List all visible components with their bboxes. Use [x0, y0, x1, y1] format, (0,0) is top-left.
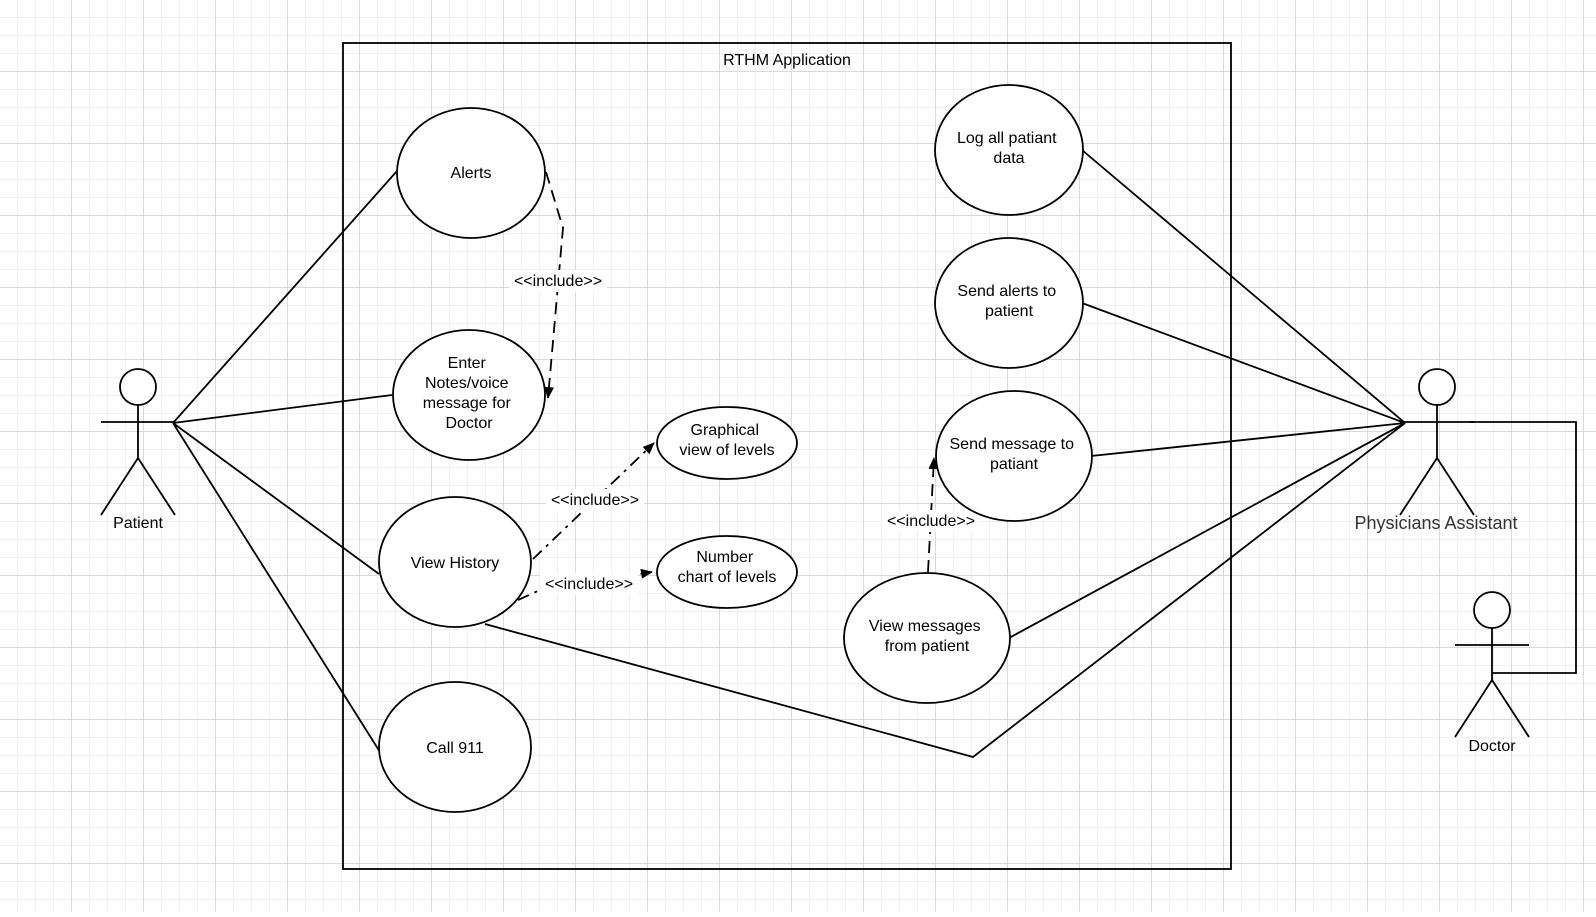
doctor-pa-connector — [1470, 421, 1577, 674]
use-case-send-alerts[interactable]: Send alerts to patient — [934, 237, 1084, 369]
use-case-view-messages-label: View messages from patient — [869, 618, 985, 655]
include-label-bg-1 — [509, 270, 607, 292]
assoc-patient-view-history — [172, 422, 380, 575]
stick-figure-icon — [1454, 591, 1530, 738]
assoc-patient-alerts — [172, 170, 398, 424]
assoc-patient-call-911 — [172, 422, 381, 753]
use-case-graphical-view-label: Graphical view of levels — [679, 422, 774, 459]
actor-physicians-assistant-label: Physicians Assistant — [1354, 513, 1517, 533]
actor-patient-label: Patient — [113, 515, 163, 532]
include-relationships: <<include>> <<include>> <<include>> <<in… — [509, 171, 980, 601]
use-case-alerts[interactable]: Alerts — [396, 107, 546, 239]
system-title: RTHM Application — [723, 52, 851, 69]
use-case-view-messages[interactable]: View messages from patient — [843, 572, 1011, 704]
assoc-pa-view-history — [484, 422, 1406, 758]
include-label-3: <<include>> — [545, 576, 633, 593]
assoc-pa-send-alerts — [1081, 302, 1406, 424]
assoc-pa-view-messages — [1008, 422, 1406, 639]
assoc-pa-log-all — [1081, 149, 1406, 424]
use-case-send-message[interactable]: Send message to patiant — [935, 390, 1093, 522]
use-case-send-alerts-label: Send alerts to patient — [957, 283, 1060, 320]
include-label-2: <<include>> — [551, 492, 639, 509]
assoc-patient-enter-notes — [172, 394, 393, 424]
assoc-pa-send-message — [1090, 422, 1406, 457]
patient-associations — [172, 170, 398, 753]
actor-doctor[interactable]: Doctor — [1454, 591, 1530, 755]
use-case-number-chart-label: Number chart of levels — [678, 549, 777, 586]
use-case-view-history[interactable]: View History — [378, 496, 532, 628]
include-alerts-enter-notes — [543, 171, 564, 399]
use-case-alerts-label: Alerts — [451, 165, 492, 182]
use-case-send-message-label: Send message to patiant — [950, 436, 1079, 473]
include-label-bg-2 — [546, 489, 644, 511]
include-label-1: <<include>> — [514, 273, 602, 290]
use-case-call-911[interactable]: Call 911 — [378, 681, 532, 813]
actor-physicians-assistant[interactable]: Physicians Assistant — [1354, 368, 1518, 533]
pa-associations — [484, 149, 1406, 758]
use-case-enter-notes-label: Enter Notes/voice message for Doctor — [423, 355, 516, 432]
use-case-log-all[interactable]: Log all patiant data — [934, 84, 1084, 216]
actor-patient[interactable]: Patient — [100, 368, 176, 532]
use-case-graphical-view[interactable]: Graphical view of levels — [656, 406, 798, 480]
stick-figure-icon — [100, 368, 176, 516]
stick-figure-icon — [1399, 368, 1475, 516]
use-case-view-history-label: View History — [411, 555, 500, 572]
use-case-number-chart[interactable]: Number chart of levels — [656, 535, 798, 609]
system-boundary: RTHM Application — [342, 42, 1232, 870]
include-label-bg-4 — [882, 510, 980, 532]
use-case-log-all-label: Log all patiant data — [957, 130, 1061, 167]
use-case-enter-notes[interactable]: Enter Notes/voice message for Doctor — [392, 329, 546, 461]
actor-doctor-label: Doctor — [1468, 738, 1516, 755]
include-label-bg-3 — [540, 573, 638, 595]
include-label-4: <<include>> — [887, 513, 975, 530]
use-case-call-911-label: Call 911 — [426, 740, 484, 757]
